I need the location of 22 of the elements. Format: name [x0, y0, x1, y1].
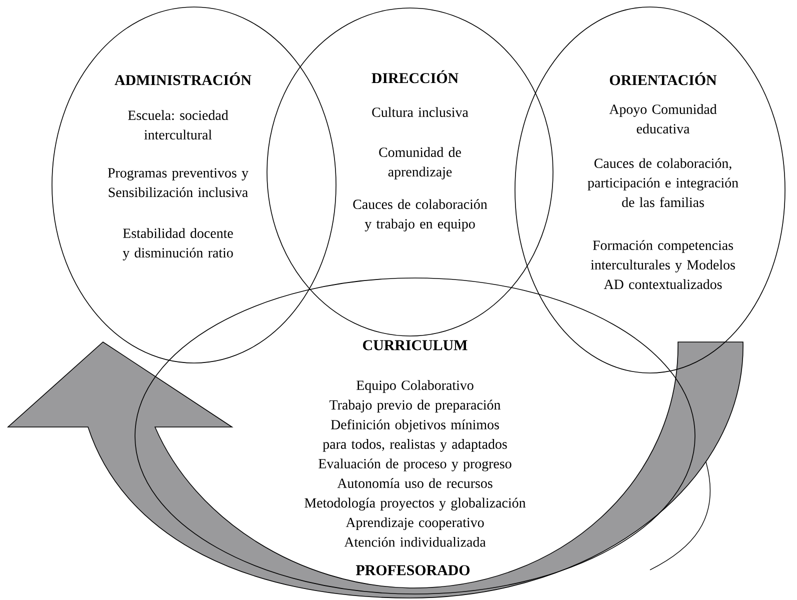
item-text: Autonomía uso de recursos [337, 478, 492, 488]
item-text: Evaluación de proceso y progreso [318, 458, 512, 472]
heading: DIRECCIÓN [372, 70, 458, 84]
item-text: Trabajo previo de preparación [330, 400, 501, 412]
item-text: Comunidad de aprendizaje [379, 147, 461, 180]
item-text: Cultura inclusiva [372, 107, 468, 117]
item-text: Atención individualizada [344, 536, 486, 547]
item-text: Equipo Colaborativo [356, 380, 474, 393]
item-text: Metodología proyectos y globalización [304, 498, 526, 510]
item-text: Definición objetivos mínimos para todos, realistas y adaptados [322, 419, 507, 452]
item-text: Estabilidad docente y disminución ratio [122, 228, 233, 260]
item-text: Formación competencias interculturales y Modelos AD contextualizados [590, 240, 735, 290]
heading: ADMINISTRACIÓN [114, 72, 252, 86]
item-text: Cauces de colaboración, participación e integración de las familias [588, 158, 738, 208]
item-text: Aprendizaje cooperativo [346, 517, 484, 530]
item-text: Programas preventivos y Sensibilización inclusiva [108, 168, 248, 198]
item-text: Escuela: sociedad intercultural [128, 110, 228, 140]
item-text: Cauces de colaboración y trabajo en equipo [353, 199, 488, 232]
item-text: Apoyo Comunidad educativa [609, 104, 717, 134]
label: PROFESORADO [356, 565, 470, 576]
heading: ORIENTACIÓN [610, 72, 717, 86]
heading: CURRICULUM [363, 340, 468, 350]
